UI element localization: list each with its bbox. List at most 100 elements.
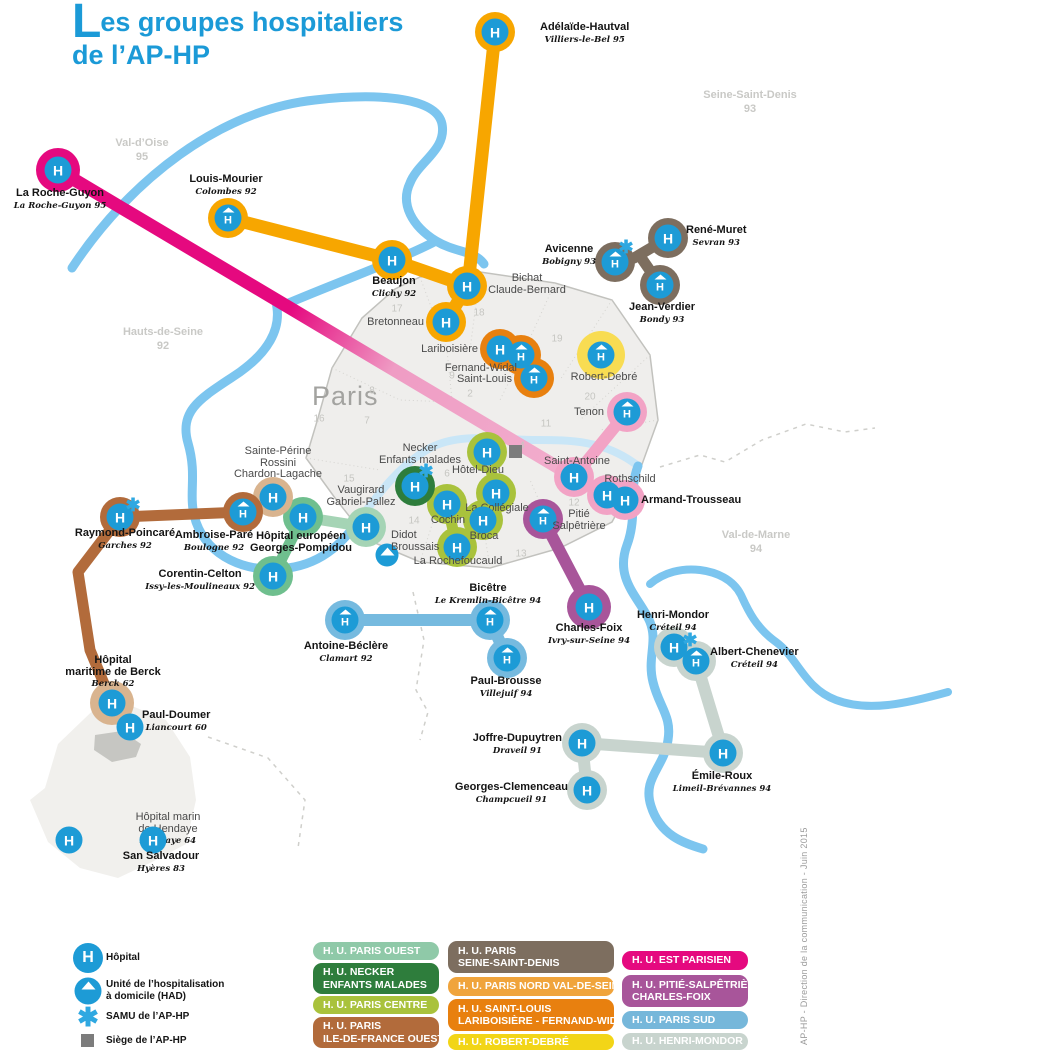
hospital-node-jean-verdier: H: [646, 271, 674, 299]
hospital-node-beaujon: H: [378, 246, 406, 274]
hospital-node-bretonneau: H: [432, 308, 460, 336]
hospital-node-la-collegiale: H: [482, 479, 510, 507]
hospital-label-tenon: Tenon: [574, 406, 604, 418]
house-roof-icon: [380, 547, 394, 556]
legend-siege-icon: [81, 1034, 94, 1047]
hospital-label-saint-antoine: Saint-Antoine: [543, 455, 611, 467]
house-roof-icon: [537, 508, 549, 514]
arrondissement-number: 12: [568, 497, 580, 509]
hospital-label-bretonneau: Bretonneau: [367, 316, 424, 328]
group-link: [461, 26, 502, 293]
legend-item-label-samu: SAMU de l’AP-HP: [106, 1011, 190, 1022]
department-boundary: [659, 423, 876, 468]
hospital-node-corentin-celton: H: [259, 562, 287, 590]
legend-had-icon: [74, 977, 102, 1005]
hospital-node-hopital-marin: H: [55, 826, 83, 854]
house-roof-icon: [528, 367, 540, 373]
house-roof-icon: [609, 251, 621, 257]
house-roof-icon: [501, 647, 513, 653]
samu-icon: ✱: [618, 237, 634, 257]
hospital-node-charles-foix: H: [575, 593, 603, 621]
house-roof-icon: [595, 344, 607, 350]
arrondissement-number: 6: [444, 468, 450, 480]
house-roof-icon: [484, 609, 496, 615]
arrondissement-number: 14: [408, 515, 420, 527]
arrondissement-number: 4: [519, 440, 525, 452]
hospital-node-robert-debre: H: [587, 341, 615, 369]
arrondissement-boundary: [419, 499, 441, 563]
hospital-node-hopital: H: [98, 689, 126, 717]
river: [67, 92, 489, 273]
hospital-label-robert-debre: Robert-Debré: [570, 371, 638, 383]
credit-text: AP-HP - Direction de la communication - …: [799, 827, 809, 1045]
department-boundary: [412, 591, 429, 741]
house-roof-icon: [690, 650, 702, 656]
arrondissement-number: 9: [449, 370, 455, 382]
hospital-node-fernand-widal: H: [507, 341, 535, 369]
legend-hopital-icon: H: [73, 943, 103, 973]
house-roof-icon: [654, 274, 666, 280]
river: [646, 565, 952, 710]
hospital-label-lariboisiere: Lariboisière: [421, 343, 478, 355]
arrondissement-number: 13: [515, 548, 527, 560]
hospital-node-adelaide-hautval: H: [481, 18, 509, 46]
had-unit-icon: [375, 543, 399, 567]
hospital-node-emile-roux: H: [709, 739, 737, 767]
hospital-node-vaugirard: H: [352, 513, 380, 541]
samu-icon: ✱: [682, 630, 698, 650]
arrondissement-number: 7: [364, 415, 370, 427]
title-line2: de l’AP-HP: [72, 40, 211, 70]
arrondissement-number: 20: [584, 391, 596, 403]
group-link: [576, 737, 729, 759]
hospital-node-raymond-poincare: H: [106, 503, 134, 531]
hospital-node-avicenne: H: [601, 248, 629, 276]
title-line1: Les groupes hospitaliers: [72, 0, 403, 46]
legend-group-h-u-paris-centre: H. U. PARIS CENTRE: [313, 996, 439, 1014]
hospital-label-rothschild: Rothschild: [604, 473, 656, 485]
hospital-label-cochin: Cochin: [430, 514, 466, 526]
legend-group-h-u-henri-mondor: H. U. HENRI-MONDOR: [622, 1033, 748, 1050]
arrondissement-number: 8: [369, 385, 375, 397]
group-link: [221, 211, 399, 267]
group-link: [72, 511, 126, 709]
hospital-node-sainte-perine: H: [259, 483, 287, 511]
house-roof-icon: [222, 207, 234, 213]
legend-group-h-u-est-parisien: H. U. EST PARISIEN: [622, 951, 748, 970]
hospital-node-ambroise-pare: H: [229, 498, 257, 526]
department-boundary: [207, 736, 306, 849]
hospital-label-saint-louis: Saint-Louis: [456, 373, 512, 385]
legend-group-h-u-paris-nord-val-de-seine: H. U. PARIS NORD VAL-DE-SEINE: [448, 977, 626, 996]
hospital-node-bichat: H: [453, 272, 481, 300]
arrondissement-boundary: [305, 457, 381, 471]
hospital-label-hotel-dieu: Hôtel-Dieu: [452, 464, 504, 476]
hospital-node-broca: H: [469, 506, 497, 534]
hospital-node-joffre-dupuytren: H: [568, 729, 596, 757]
